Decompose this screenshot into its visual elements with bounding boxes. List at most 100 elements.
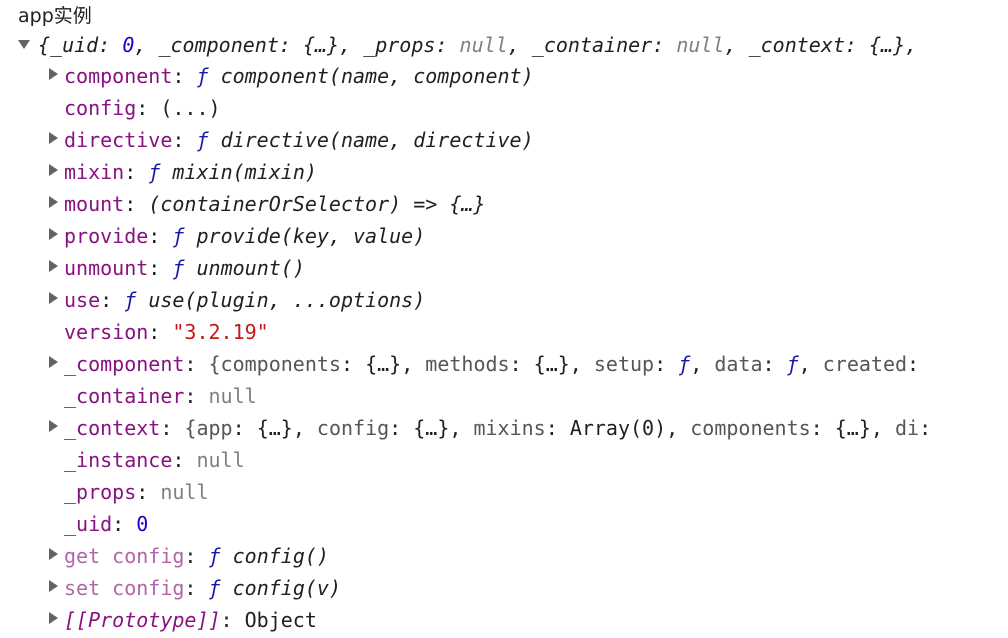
property-row[interactable]: provide: ƒ provide(key, value) (0, 220, 1008, 252)
summary-sep: : (278, 33, 303, 57)
property-colon: : (172, 448, 197, 472)
property-colon: : (148, 256, 173, 280)
property-content: _uid: 0 (64, 508, 148, 540)
property-content: unmount: ƒ unmount() (64, 252, 305, 284)
expand-arrow[interactable] (46, 124, 60, 156)
space (221, 544, 233, 568)
preview-key: setup (593, 352, 655, 376)
object-summary[interactable]: {_uid: 0, _component: {…}, _props: null,… (18, 30, 917, 60)
property-row[interactable]: _instance: null (0, 444, 1008, 476)
expand-arrow[interactable] (46, 188, 60, 220)
function-signature: config(v) (232, 576, 341, 600)
property-colon: : (184, 576, 209, 600)
property-colon: : (184, 352, 209, 376)
property-colon: : (112, 512, 137, 536)
property-row[interactable]: version: "3.2.19" (0, 316, 1008, 348)
expand-down-icon[interactable] (18, 40, 30, 49)
preview-key: created (822, 352, 908, 376)
property-row[interactable]: unmount: ƒ unmount() (0, 252, 1008, 284)
property-key: directive (64, 128, 173, 152)
property-row[interactable]: _uid: 0 (0, 508, 1008, 540)
console-log-label: app实例 (18, 5, 92, 27)
expand-arrow[interactable] (46, 156, 60, 188)
expand-arrow[interactable] (46, 572, 60, 604)
function-icon: ƒ (172, 224, 185, 248)
property-row[interactable]: component: ƒ component(name, component) (0, 60, 1008, 92)
property-row[interactable]: use: ƒ use(plugin, ...options) (0, 284, 1008, 316)
summary-key: _context (748, 33, 845, 57)
expand-arrow[interactable] (46, 284, 60, 316)
property-key: use (64, 288, 101, 312)
property-row[interactable]: [[Prototype]]: Object (0, 604, 1008, 636)
property-key: version (64, 320, 149, 344)
property-row[interactable]: _component: {components: {…}, methods: {… (0, 348, 1008, 380)
null-value: null (196, 448, 245, 472)
property-key: _component (64, 352, 185, 376)
expand-arrow[interactable] (46, 348, 60, 380)
expand-arrow[interactable] (46, 220, 60, 252)
summary-sep: : (435, 33, 460, 57)
function-signature: config() (232, 544, 329, 568)
property-content: [[Prototype]]: Object (64, 604, 317, 636)
property-colon: : (148, 224, 173, 248)
preview-value: ƒ (678, 352, 691, 376)
preview-colon: : (389, 416, 414, 440)
property-key: [[Prototype]] (64, 608, 221, 632)
property-row[interactable]: config: (...) (0, 92, 1008, 124)
property-key: config (64, 96, 137, 120)
summary-value: 0 (122, 33, 135, 57)
property-key: set config (64, 576, 185, 600)
function-icon: ƒ (208, 576, 221, 600)
property-colon: : (148, 320, 173, 344)
property-row[interactable]: _context: {app: {…}, config: {…}, mixins… (0, 412, 1008, 444)
preview-comma: , (569, 352, 594, 376)
space (136, 288, 148, 312)
expand-arrow[interactable] (46, 604, 60, 636)
summary-trail: , (905, 33, 918, 57)
expand-arrow[interactable] (46, 60, 60, 92)
property-colon: : (124, 160, 149, 184)
property-row[interactable]: mount: (containerOrSelector) => {…} (0, 188, 1008, 220)
space (184, 256, 196, 280)
property-content: use: ƒ use(plugin, ...options) (64, 284, 425, 316)
expand-right-icon (48, 68, 58, 80)
expand-arrow[interactable] (46, 252, 60, 284)
expand-arrow[interactable] (46, 540, 60, 572)
preview-comma: , (292, 416, 317, 440)
property-row[interactable]: mixin: ƒ mixin(mixin) (0, 156, 1008, 188)
property-key: get config (64, 544, 185, 568)
summary-key: _component (158, 33, 279, 57)
preview-value: {…} (834, 416, 871, 440)
expand-arrow[interactable] (46, 412, 60, 444)
property-colon: : (136, 480, 161, 504)
summary-value: {…} (302, 33, 340, 57)
preview-value: {…} (533, 352, 570, 376)
preview-value: {…} (413, 416, 450, 440)
property-content: _context: {app: {…}, config: {…}, mixins… (64, 412, 931, 444)
summary-key: _container (531, 33, 653, 57)
property-row[interactable]: _container: null (0, 380, 1008, 412)
property-row[interactable]: get config: ƒ config() (0, 540, 1008, 572)
property-row[interactable]: _props: null (0, 476, 1008, 508)
function-signature: use(plugin, ...options) (148, 288, 426, 312)
preview-key: mixins (473, 416, 546, 440)
property-row[interactable]: directive: ƒ directive(name, directive) (0, 124, 1008, 156)
property-content: get config: ƒ config() (64, 540, 329, 572)
preview-colon: : (919, 416, 932, 440)
property-row[interactable]: set config: ƒ config(v) (0, 572, 1008, 604)
space (209, 64, 221, 88)
space (160, 160, 172, 184)
function-icon: ƒ (208, 544, 221, 568)
summary-comma: , (507, 33, 532, 57)
property-content: component: ƒ component(name, component) (64, 60, 534, 92)
summary-sep: : (652, 33, 677, 57)
summary-open: { (38, 33, 51, 57)
preview-value: {…} (256, 416, 293, 440)
property-content: _component: {components: {…}, methods: {… (64, 348, 919, 380)
null-value: null (160, 480, 209, 504)
summary-sep: : (844, 33, 869, 57)
property-colon: : (124, 192, 149, 216)
property-key: _container (64, 384, 185, 408)
preview-comma: , (870, 416, 895, 440)
